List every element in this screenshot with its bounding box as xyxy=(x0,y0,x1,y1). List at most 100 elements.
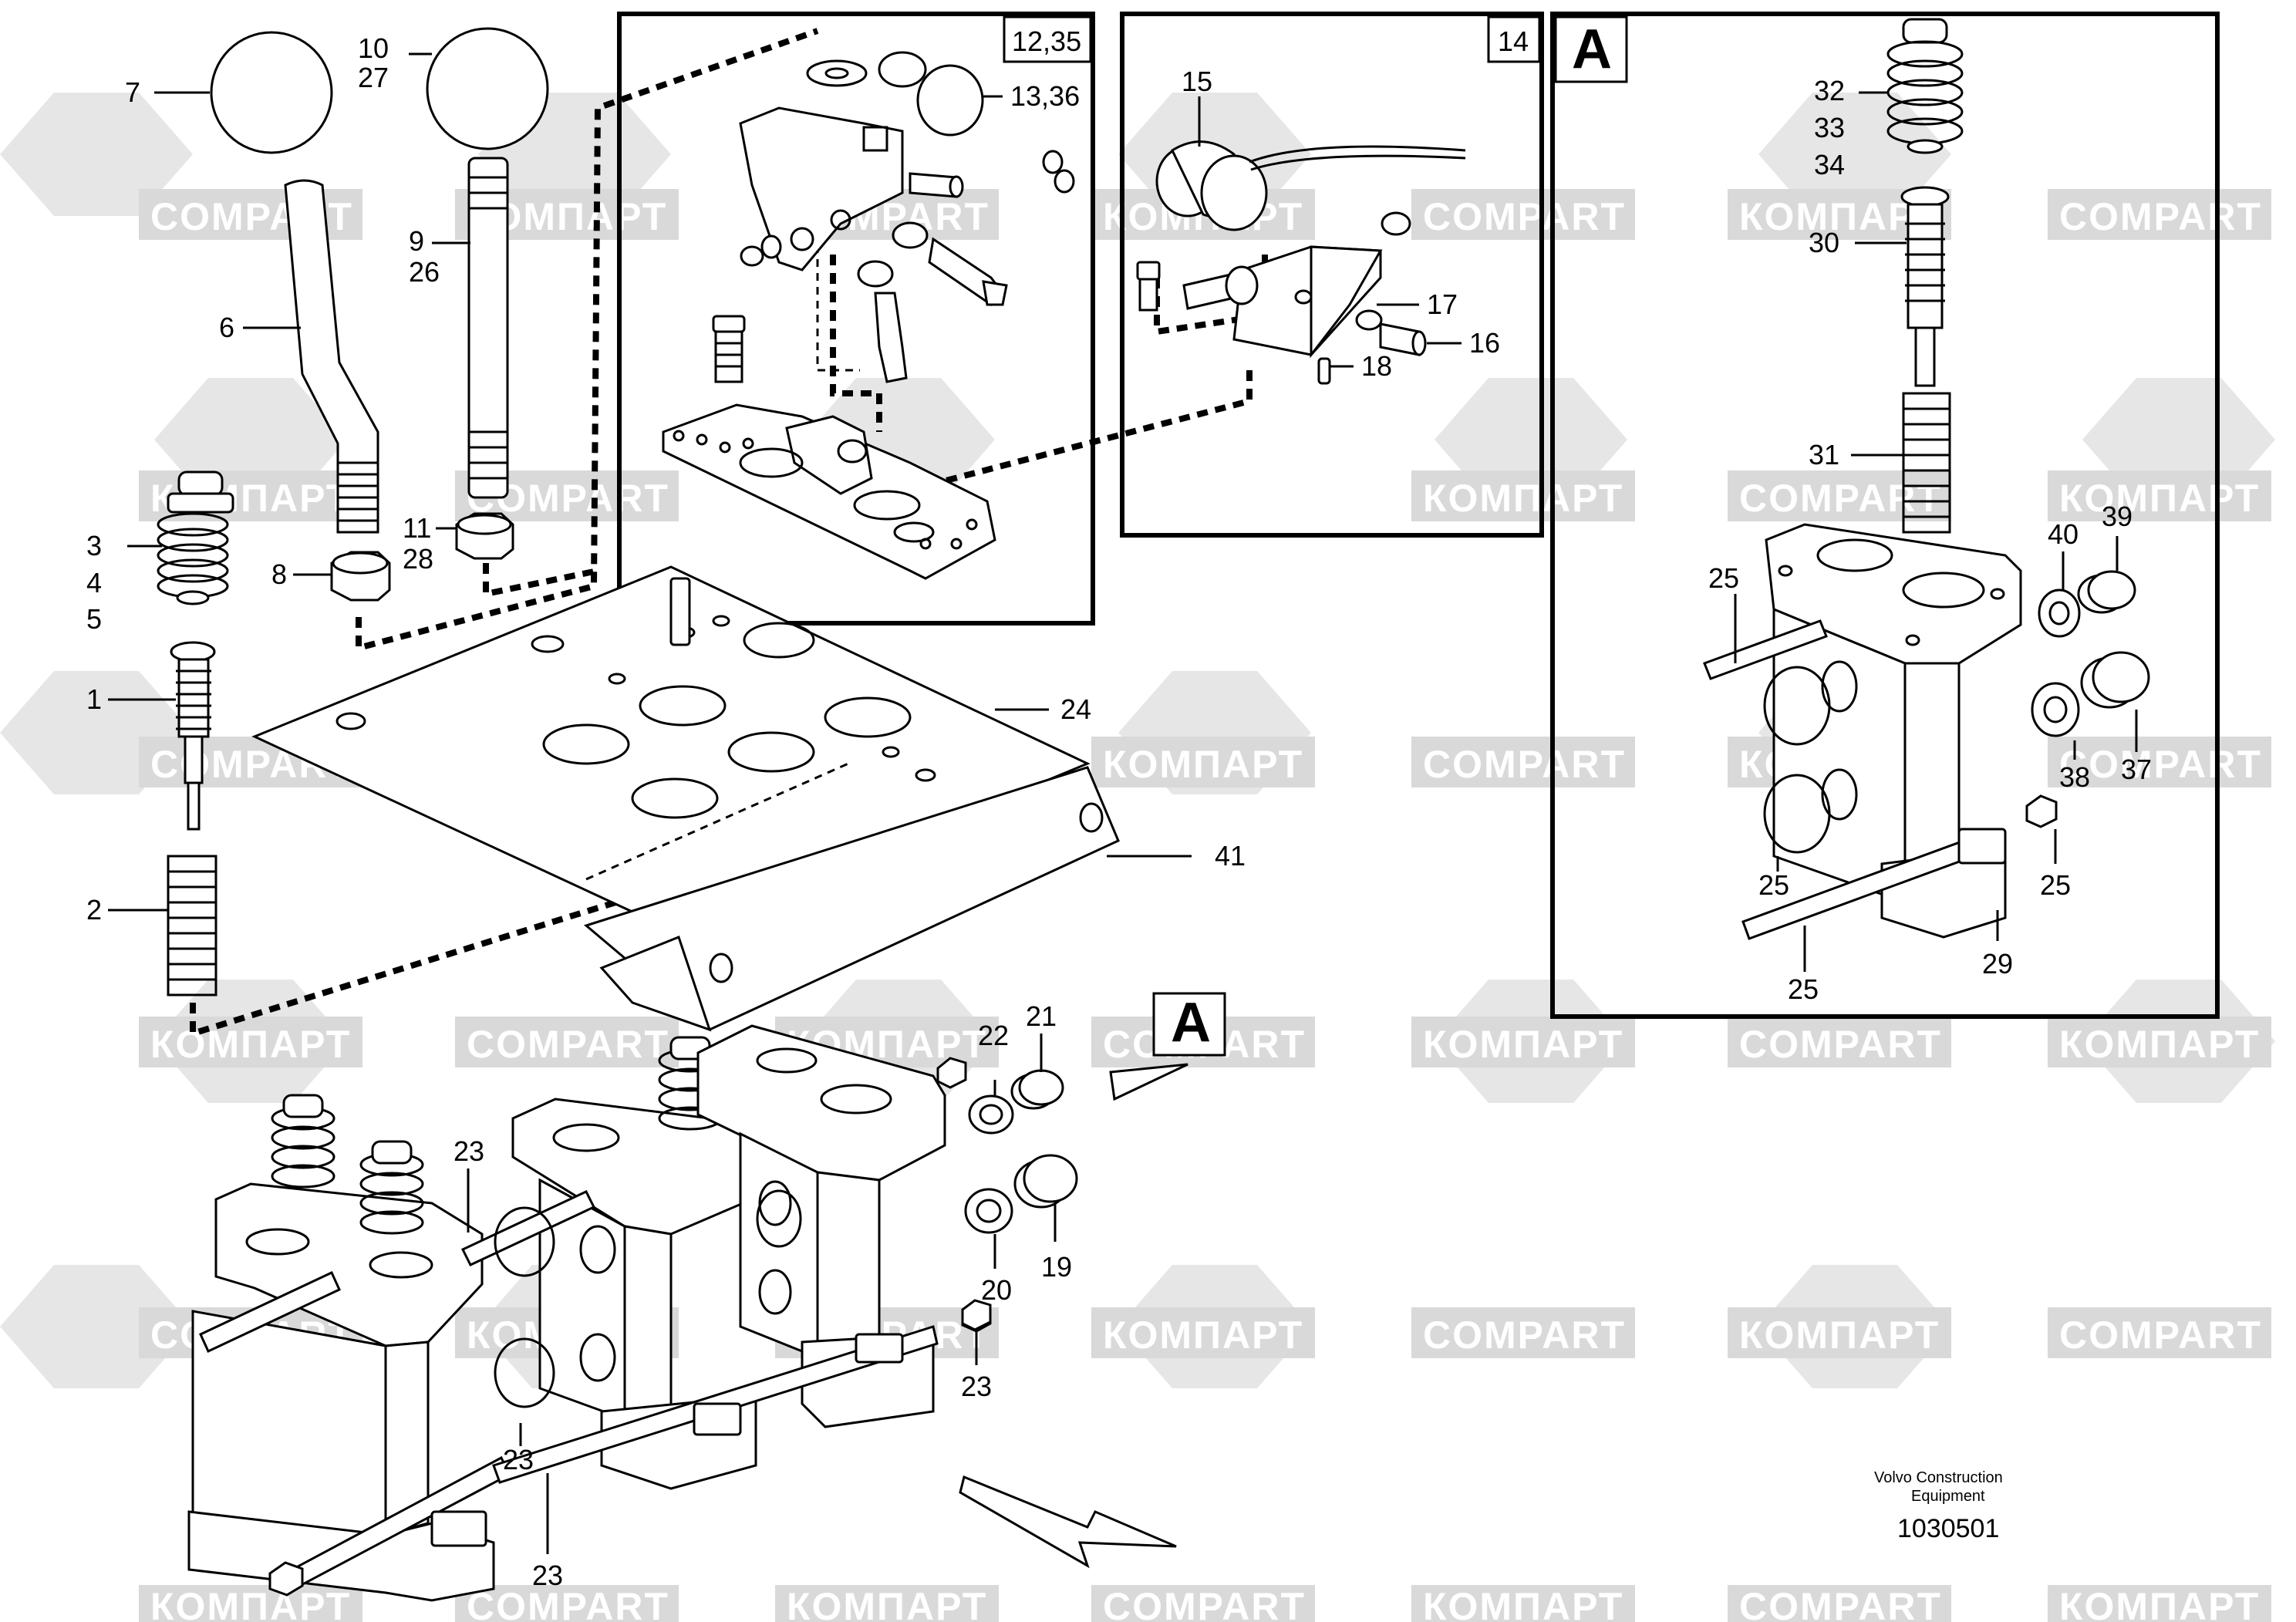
detail-box-label: 12,35 xyxy=(1012,25,1081,57)
watermark-text: COMPART xyxy=(467,1023,669,1066)
callout-8: 8 xyxy=(271,558,287,590)
callout-24: 24 xyxy=(1060,693,1091,725)
bracket-14 xyxy=(1232,245,1383,359)
callout-37: 37 xyxy=(2121,754,2152,785)
watermark-text: КОМПАРТ xyxy=(1103,743,1303,786)
tie-rods-25 xyxy=(1703,619,2058,940)
watermark-text: COMPART xyxy=(2059,743,2262,786)
callout-15: 15 xyxy=(1182,66,1212,97)
footer: Volvo Construction Equipment 1030501 xyxy=(1874,1469,2003,1543)
leader-lines xyxy=(108,52,2138,1554)
callout-32: 32 xyxy=(1814,75,1845,106)
nut-22 xyxy=(936,1057,967,1089)
callout-25b: 25 xyxy=(1758,869,1789,901)
plug-39 xyxy=(2077,570,2136,614)
watermark-text: COMPART xyxy=(1739,1023,1942,1066)
watermark-text: COMPART xyxy=(1739,1585,1942,1622)
callout-3: 3 xyxy=(86,530,102,561)
washer-22 xyxy=(968,1094,1014,1135)
callout-22: 22 xyxy=(978,1020,1009,1051)
watermark-text: КОМПАРТ xyxy=(1423,1585,1623,1622)
callout-5: 5 xyxy=(86,603,102,635)
plug-19 xyxy=(1013,1154,1078,1209)
valve-assembly xyxy=(187,1024,992,1602)
watermark-text: COMPART xyxy=(2059,195,2262,238)
callout-9: 9 xyxy=(409,225,424,257)
callout-17: 17 xyxy=(1427,288,1458,320)
callout-31: 31 xyxy=(1809,439,1839,470)
callout-26: 26 xyxy=(409,256,440,288)
watermark-text: КОМПАРТ xyxy=(2059,477,2260,520)
washer-40 xyxy=(2038,588,2081,638)
bracket-41 xyxy=(583,766,1120,1032)
spring-2 xyxy=(167,855,217,996)
callout-20: 20 xyxy=(981,1274,1012,1306)
callout-39: 39 xyxy=(2102,501,2132,532)
callout-7: 7 xyxy=(125,76,140,108)
callout-16: 16 xyxy=(1469,327,1500,359)
callout-28: 28 xyxy=(403,543,433,575)
callout-1: 1 xyxy=(86,683,102,715)
callout-25c: 25 xyxy=(2040,869,2071,901)
callout-6: 6 xyxy=(219,312,234,343)
watermark-text: КОМПАРТ xyxy=(150,1585,351,1622)
watermark-text: COMPART xyxy=(467,1585,669,1622)
lever-6 xyxy=(284,179,379,534)
spring-31 xyxy=(1902,392,1951,534)
o-ring xyxy=(1763,774,1831,854)
callout-23d: 23 xyxy=(961,1371,992,1402)
detail-box-label: 14 xyxy=(1498,25,1529,57)
callout-18: 18 xyxy=(1361,350,1392,382)
o-ring xyxy=(1763,666,1831,746)
watermark-text: КОМПАРТ xyxy=(2059,1585,2260,1622)
detail-box-a: A xyxy=(1550,12,2220,1019)
callout-34: 34 xyxy=(1814,149,1845,180)
watermark-text: КОМПАРТ xyxy=(150,1023,351,1066)
plug-37 xyxy=(2080,651,2150,709)
callout-23b: 23 xyxy=(503,1444,534,1475)
callout-38: 38 xyxy=(2059,761,2090,793)
valve-body-29 xyxy=(1765,523,2022,939)
callout-4: 4 xyxy=(86,567,102,599)
view-marker: A xyxy=(1109,992,1226,1101)
knob-13 xyxy=(878,51,984,137)
sensor-15 xyxy=(1155,140,1466,231)
plug-21 xyxy=(1010,1069,1064,1110)
nut-8 xyxy=(330,551,391,602)
watermark-text: КОМПАРТ xyxy=(1739,1313,1940,1357)
callout-25a: 25 xyxy=(1708,562,1739,594)
base-plate xyxy=(662,403,996,580)
washer-38 xyxy=(2031,682,2080,737)
callout-30: 30 xyxy=(1809,227,1839,258)
plunger-30 xyxy=(1900,186,1950,387)
spring-32 xyxy=(1886,18,1964,154)
callout-21: 21 xyxy=(1026,1000,1057,1032)
watermark-text: КОМПАРТ xyxy=(787,1585,987,1622)
drawing-number: 1030501 xyxy=(1897,1514,1999,1543)
direction-arrow xyxy=(959,1475,1177,1569)
callout-23c: 23 xyxy=(532,1560,563,1591)
detail-box-label: A xyxy=(1572,19,1612,80)
callout-11: 11 xyxy=(403,512,431,544)
callout-23a: 23 xyxy=(453,1135,484,1167)
washer-20 xyxy=(964,1188,1013,1234)
watermark-text: COMPART xyxy=(1103,1585,1306,1622)
callout-19: 19 xyxy=(1041,1251,1072,1283)
callout-41: 41 xyxy=(1215,840,1246,872)
callout-labels: 7 10 27 6 9 26 3 4 5 8 11 28 1 2 13,36 1… xyxy=(86,32,2152,1591)
watermark-text: КОМПАРТ xyxy=(1423,477,1623,520)
watermark-text: COMPART xyxy=(1423,195,1626,238)
callout-33: 33 xyxy=(1814,112,1845,143)
watermark-text: COMPART xyxy=(1423,1313,1626,1357)
footer-company: Volvo Construction xyxy=(1874,1469,2003,1486)
callout-25d: 25 xyxy=(1788,973,1819,1005)
knob-7 xyxy=(210,31,333,154)
callout-2: 2 xyxy=(86,894,102,926)
spring-assembly-3 xyxy=(157,470,234,605)
nut-11 xyxy=(455,512,514,560)
view-marker-label: A xyxy=(1171,992,1211,1054)
watermark-text: КОМПАРТ xyxy=(1103,1313,1303,1357)
footer-company-line2: Equipment xyxy=(1911,1488,1985,1505)
plunger-1 xyxy=(170,641,216,831)
